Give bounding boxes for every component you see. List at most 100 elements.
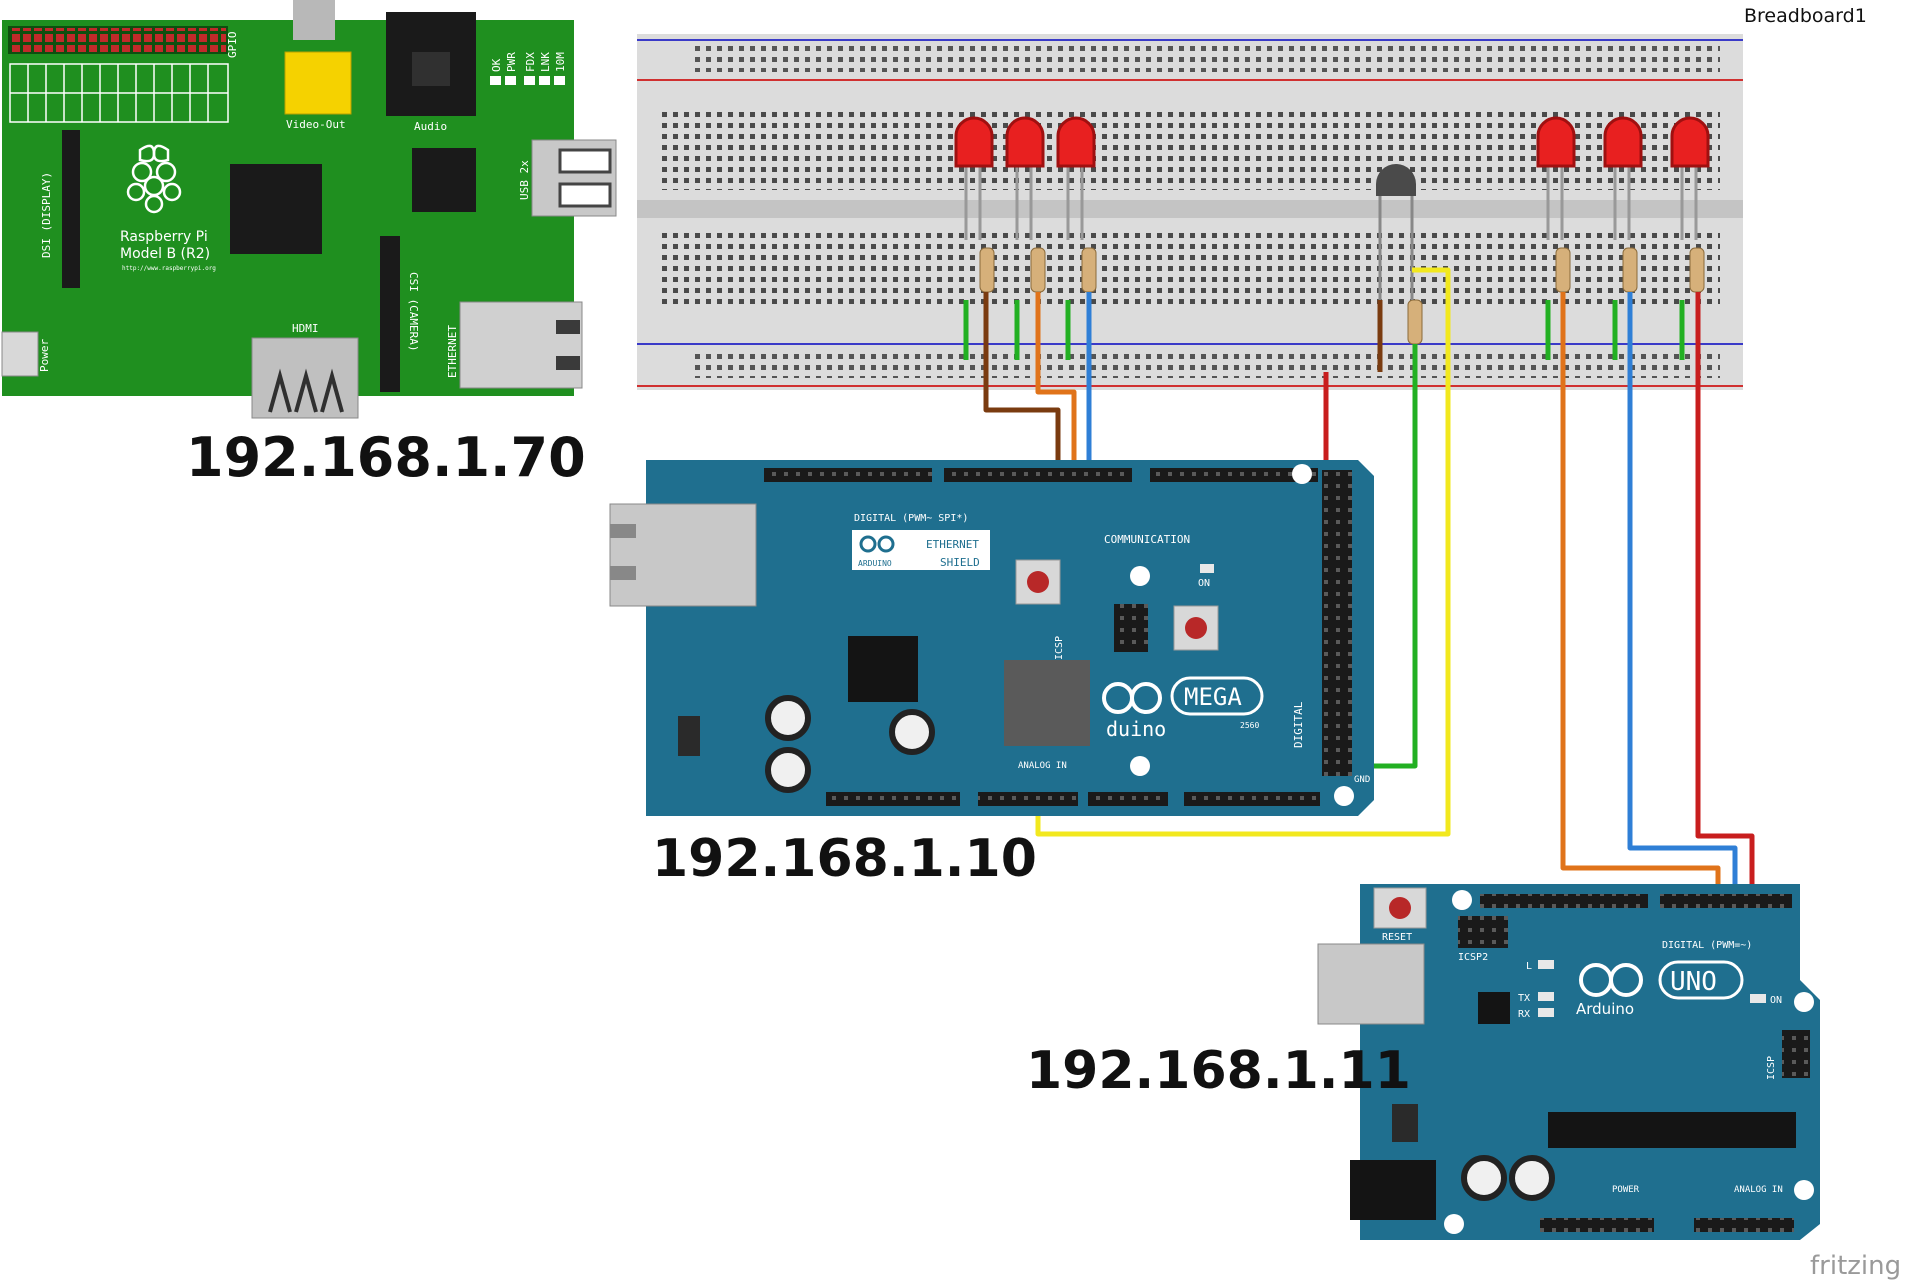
shield-ethernet-led-top [610,524,636,538]
led [1005,116,1045,240]
resistor [1407,299,1423,345]
uno-reset-label: RESET [1382,932,1412,943]
mounting-hole [1452,890,1472,910]
mega-analog-label: ANALOG IN [1018,761,1067,771]
led [1536,116,1576,240]
mega-icsp-label: ICSP [1054,636,1065,660]
mega-model-badge [1170,676,1264,716]
rpi-name-line1: Raspberry Pi [120,229,208,245]
rpi-status-leds: OK PWR FDX LNK 10M [490,52,567,85]
sd-card-slot [1004,660,1090,746]
rpi-url: http://www.raspberrypi.org [122,265,216,272]
uno-icsp-label: ICSP [1766,1056,1777,1080]
mounting-hole [1292,464,1312,484]
wire-brown [983,292,1061,472]
rpi-ethernet-port [459,301,583,389]
usb-label: USB 2x [518,160,531,200]
led-group-left [954,116,1096,240]
rpi-name-line2: Model B (R2) [120,246,210,262]
capacitor [889,709,935,755]
uno-icsp2-header [1458,916,1508,948]
uno-rx-led [1538,1008,1554,1017]
mounting-hole [1794,1180,1814,1200]
shield-infinity-logo-icon [859,535,895,553]
ethernet-label: ETHERNET [446,325,459,378]
uno-infinity-logo-icon [1579,963,1643,997]
arduino-mega-board: DIGITAL (PWM~ SPI*) COMMUNICATION ETHERN… [609,460,1374,816]
mega-header-analog-c [1184,792,1320,806]
uno-reset-button [1373,887,1427,929]
mega-gnd-label: GND [1354,775,1370,785]
led-label-10m: 10M [554,52,567,72]
uno-on-label: ON [1770,995,1782,1006]
raspberry-logo-icon [126,144,182,214]
video-out-jack [284,51,352,115]
mega-header-comm [1150,468,1318,482]
mega-on-label: ON [1198,578,1210,589]
uno-analog-label: ANALOG IN [1734,1185,1783,1195]
led [1603,116,1643,240]
uno-usb-port [1317,943,1425,1025]
mega-digital-side-label: DIGITAL [1292,701,1305,748]
uno-on-led [1750,994,1766,1003]
csi-connector [380,236,400,392]
mega-header-digital-b [944,468,1132,482]
uno-tx-led [1538,992,1554,1001]
shield-ethernet-led-bottom [610,566,636,580]
wire-red-uno [1695,292,1755,900]
shield-reset-button [1015,559,1061,605]
mounting-hole [1444,1214,1464,1234]
resistor [1030,247,1046,293]
uno-ip-address: 192.168.1.11 [1026,1041,1411,1101]
uno-usb-chip [1478,992,1510,1024]
rpi-lan-chip [412,148,476,212]
shield-wiznet-chip [848,636,918,702]
breadboard [637,34,1743,390]
uno-header-power [1540,1218,1654,1232]
fritzing-watermark: fritzing [1810,1251,1901,1281]
mounting-hole [1794,992,1814,1012]
video-out-label: Video-Out [286,118,346,131]
power-label: Power [38,339,51,372]
capacitor [1461,1155,1507,1201]
dsi-connector [62,130,80,288]
gpio-label-grid [9,63,229,123]
wire-yellow-analog [1035,267,1451,837]
uno-model-badge [1658,960,1744,1000]
led-label-ok: OK [490,58,503,72]
resistor [979,247,995,293]
hdmi-glyph-icon [268,368,344,413]
center-channel [637,200,1743,218]
mega-header-analog-b [1088,792,1168,806]
rpi-ethernet-led-top [556,320,580,334]
rpi-ethernet-led-bottom [556,356,580,370]
arduino-uno-board: RESET ICSP2 ICSP DIGITAL (PWM=~) L TX RX… [1317,884,1820,1240]
led-label-fdx: FDX [524,52,537,72]
dsi-label: DSI (DISPLAY) [40,172,53,258]
mega-on-led [1200,564,1214,573]
led [1056,116,1096,240]
voltage-regulator [678,716,700,756]
hdmi-label: HDMI [292,322,319,335]
resistors [979,247,1705,345]
shield-label-box [852,530,990,570]
mounting-hole [1130,756,1150,776]
mega-ip-address: 192.168.1.10 [652,829,1037,889]
wires [963,267,1755,900]
uno-tx-label: TX [1518,993,1530,1004]
audio-label: Audio [414,120,447,133]
uno-power-label: POWER [1612,1185,1640,1195]
uno-voltage-regulator [1392,1104,1418,1142]
mega-brand: duino [1106,717,1166,741]
uno-header-digital-b [1660,894,1792,908]
uno-model: UNO [1670,967,1717,997]
uno-header-digital-a [1480,894,1648,908]
uno-brand: Arduino [1576,1000,1634,1018]
shield-brand: ARDUINO [858,559,892,568]
uno-digital-label: DIGITAL (PWM=~) [1662,940,1752,951]
top-power-rail [690,46,1720,72]
gpio-label: GPIO [226,32,239,59]
capacitor [765,695,811,741]
shield-label-line1: ETHERNET [926,538,979,551]
